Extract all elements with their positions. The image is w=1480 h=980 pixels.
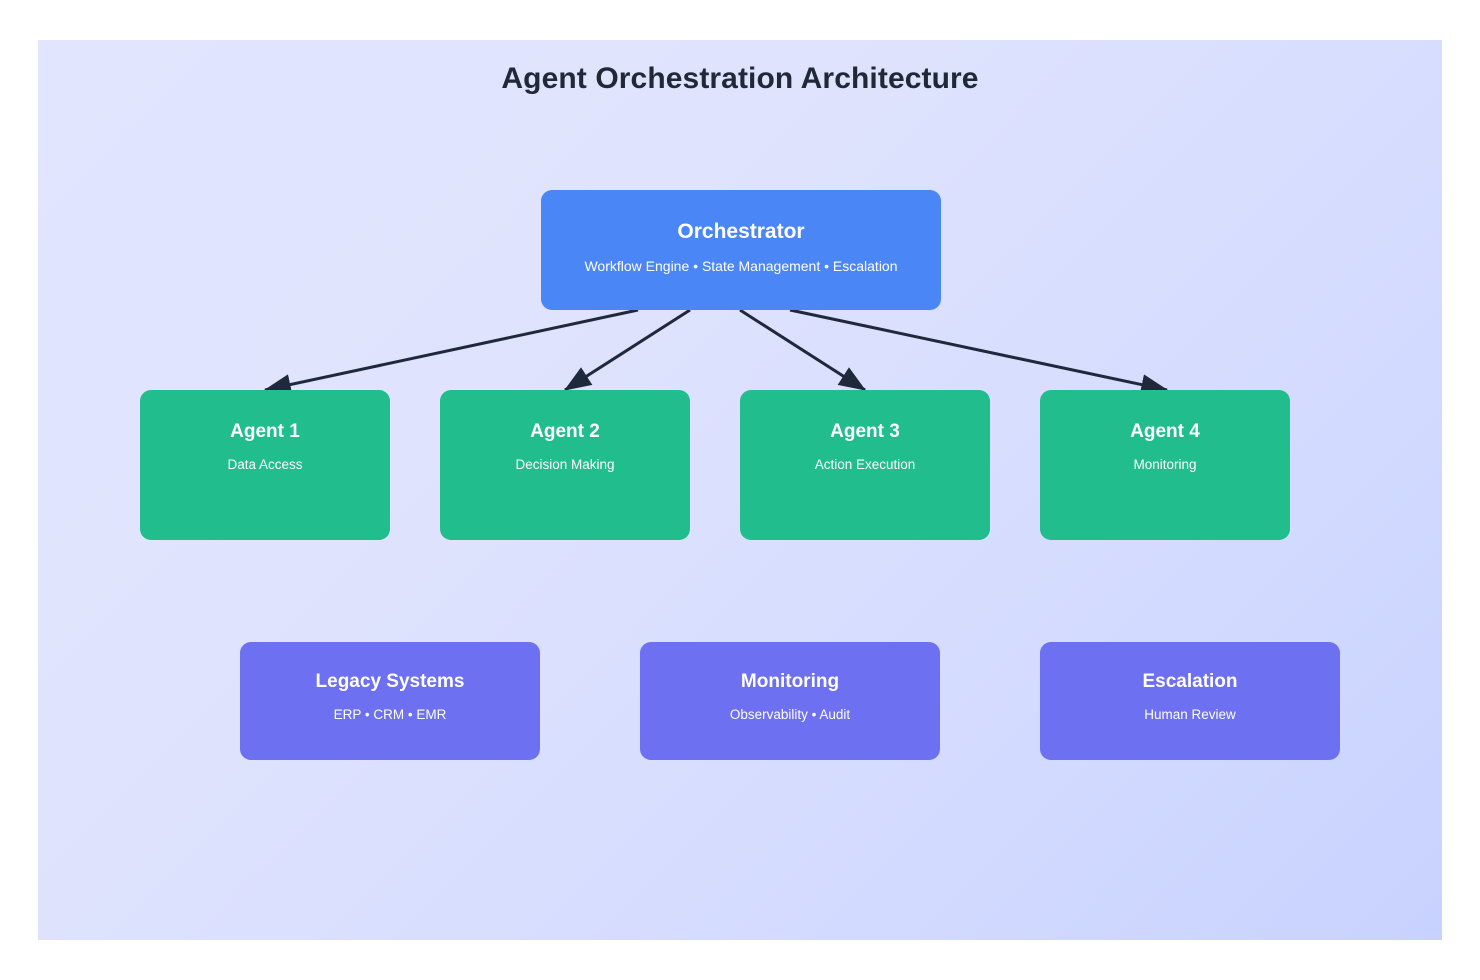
node-agent-1[interactable]: Agent 1 Data Access bbox=[140, 390, 390, 540]
page-title: Agent Orchestration Architecture bbox=[501, 62, 979, 95]
node-escalation-title: Escalation bbox=[1142, 671, 1238, 692]
node-agent-2[interactable]: Agent 2 Decision Making bbox=[440, 390, 690, 540]
node-agent-1-title: Agent 1 bbox=[230, 421, 300, 442]
node-agent-3[interactable]: Agent 3 Action Execution bbox=[740, 390, 990, 540]
node-agent-3-subtitle: Action Execution bbox=[814, 456, 916, 472]
node-orchestrator[interactable]: Orchestrator Workflow Engine • State Man… bbox=[541, 190, 941, 310]
node-agent-2-subtitle: Decision Making bbox=[515, 456, 615, 472]
node-monitoring-subtitle: Observability • Audit bbox=[729, 706, 851, 722]
node-orchestrator-subtitle: Workflow Engine • State Management • Esc… bbox=[584, 258, 898, 275]
node-monitoring-title: Monitoring bbox=[740, 671, 840, 692]
node-agent-3-title: Agent 3 bbox=[830, 421, 900, 442]
node-agent-1-subtitle: Data Access bbox=[227, 456, 303, 472]
connector-arrow-1 bbox=[263, 308, 639, 395]
node-legacy-systems-subtitle: ERP • CRM • EMR bbox=[333, 706, 447, 722]
node-agent-2-title: Agent 2 bbox=[530, 421, 600, 442]
node-agent-4-subtitle: Monitoring bbox=[1133, 456, 1197, 472]
node-orchestrator-title: Orchestrator bbox=[677, 220, 805, 243]
diagram-canvas: Agent Orchestration Architecture Orchest… bbox=[38, 40, 1442, 940]
node-monitoring[interactable]: Monitoring Observability • Audit bbox=[640, 642, 940, 760]
node-escalation[interactable]: Escalation Human Review bbox=[1040, 642, 1340, 760]
node-agent-4-title: Agent 4 bbox=[1130, 421, 1200, 442]
connector-arrow-3 bbox=[739, 308, 867, 392]
node-legacy-systems-title: Legacy Systems bbox=[315, 671, 465, 692]
node-escalation-subtitle: Human Review bbox=[1144, 706, 1236, 722]
node-legacy-systems[interactable]: Legacy Systems ERP • CRM • EMR bbox=[240, 642, 540, 760]
connector-arrow-2 bbox=[563, 308, 691, 392]
node-agent-4[interactable]: Agent 4 Monitoring bbox=[1040, 390, 1290, 540]
connector-arrow-4 bbox=[789, 308, 1169, 395]
